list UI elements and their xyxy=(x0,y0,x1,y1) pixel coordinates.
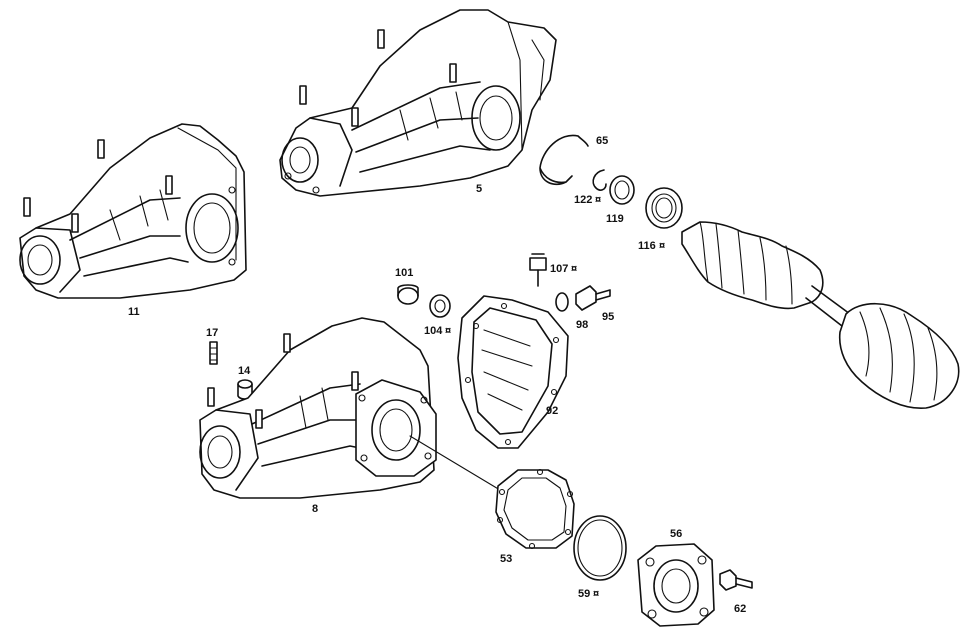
label-59: 59 xyxy=(578,588,590,600)
label-92: 92 xyxy=(546,405,558,417)
leader-line xyxy=(409,435,501,491)
clip-122 xyxy=(592,169,607,191)
marker-122: ¤ xyxy=(595,194,601,206)
differential-housing-11 xyxy=(19,123,247,299)
drive-shaft xyxy=(681,221,960,409)
label-122: 122 xyxy=(574,194,592,206)
differential-housing-5 xyxy=(279,9,557,197)
label-11: 11 xyxy=(128,306,140,318)
ring-119 xyxy=(609,175,635,205)
label-116: 116 xyxy=(638,240,656,252)
marker-104: ¤ xyxy=(445,325,451,337)
washer-98 xyxy=(555,292,569,312)
label-119: 119 xyxy=(606,213,624,225)
plug-101 xyxy=(397,284,419,305)
marker-116: ¤ xyxy=(659,240,665,252)
seal-116 xyxy=(645,187,683,229)
marker-107: ¤ xyxy=(571,263,577,275)
label-101: 101 xyxy=(395,267,413,279)
marker-59: ¤ xyxy=(593,588,599,600)
cover-92 xyxy=(457,295,569,449)
ring-104 xyxy=(429,294,451,318)
label-14: 14 xyxy=(238,365,251,377)
label-8: 8 xyxy=(312,503,318,515)
part-labels: 11 5 65 122 ¤ 119 116 ¤ 101 107 ¤ 104 ¤ … xyxy=(128,135,746,615)
label-98: 98 xyxy=(576,319,588,331)
bolt-95 xyxy=(575,285,611,311)
label-53: 53 xyxy=(500,553,512,565)
vent-107 xyxy=(529,253,547,287)
label-17: 17 xyxy=(206,327,218,339)
differential-housing-8 xyxy=(199,317,437,499)
label-95: 95 xyxy=(602,311,614,323)
bolt-62 xyxy=(719,569,753,591)
circlip-65 xyxy=(539,134,589,186)
label-56: 56 xyxy=(670,528,682,540)
label-5: 5 xyxy=(476,183,482,195)
label-107: 107 xyxy=(550,263,568,275)
label-62: 62 xyxy=(734,603,746,615)
o-ring-59 xyxy=(573,515,627,581)
gasket-53 xyxy=(495,468,575,550)
label-104: 104 xyxy=(424,325,443,337)
label-65: 65 xyxy=(596,135,608,147)
stud-17 xyxy=(209,341,218,365)
flange-56 xyxy=(637,543,715,627)
